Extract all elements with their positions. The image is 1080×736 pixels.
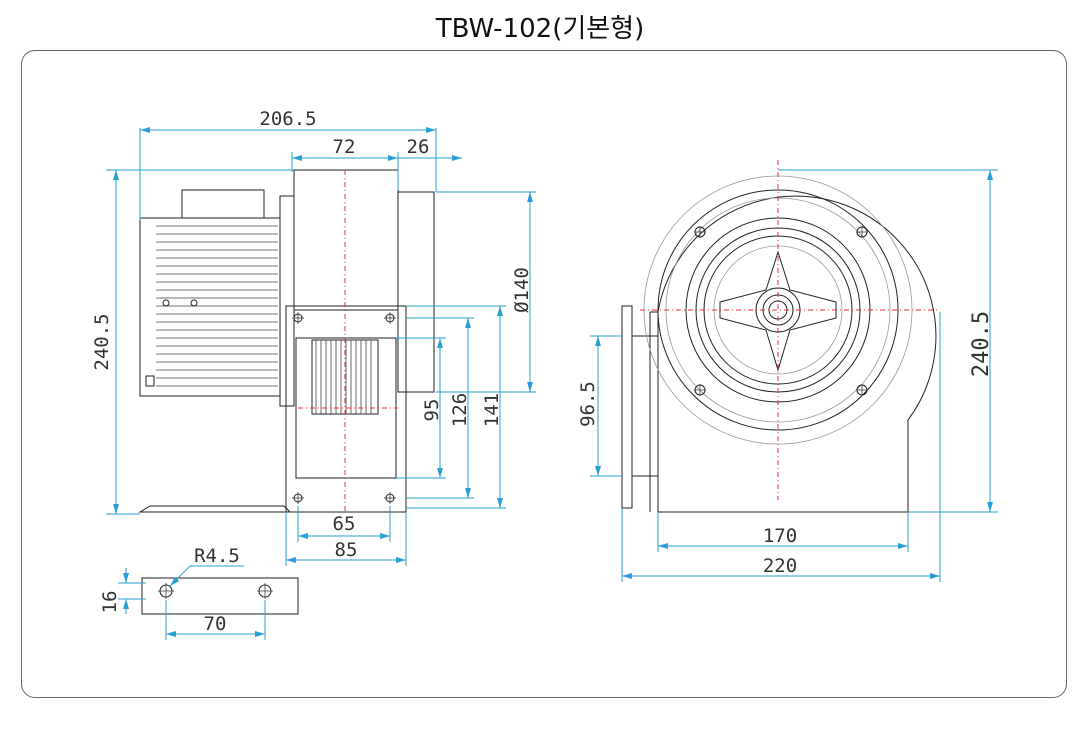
scroll-housing	[293, 169, 399, 311]
slot-plate	[141, 577, 299, 615]
housing-outline	[657, 195, 937, 513]
dim-side-total-width: 206.5	[259, 108, 316, 130]
front-view: 240.5 96.5 170 220	[577, 160, 998, 582]
base-plate	[138, 505, 292, 513]
front-outlet-flange	[621, 305, 633, 509]
side-view: 206.5 72 26 240.5 Ø140 95 126 141	[91, 108, 536, 566]
dim-base-85: 85	[335, 539, 358, 561]
base-slot-detail: R4.5 16 70	[99, 545, 299, 640]
outlet-flange	[285, 305, 407, 513]
dim-slot-pitch: 70	[204, 613, 227, 635]
dim-front-width-220: 220	[763, 555, 797, 577]
motor-cooling-fins	[156, 225, 278, 387]
motor-body	[139, 217, 281, 397]
dim-front-base-170: 170	[763, 525, 797, 547]
hub-star	[719, 250, 837, 372]
dim-base-65: 65	[333, 513, 356, 535]
front-bolt-holes	[694, 226, 868, 396]
dim-side-flange-width: 72	[333, 136, 356, 158]
inlet-ring	[397, 191, 435, 393]
page-title: TBW-102(기본형)	[435, 14, 645, 44]
dim-front-flange-height: 96.5	[577, 381, 599, 427]
dim-slot-height: 16	[99, 591, 121, 614]
motor-terminal-box	[181, 189, 265, 219]
slot-hole-right	[257, 583, 273, 599]
dim-outlet-diameter: Ø140	[511, 267, 533, 313]
dim-slot-radius: R4.5	[194, 545, 240, 567]
dim-outlet-141: 141	[481, 393, 503, 427]
dim-outlet-95: 95	[421, 399, 443, 422]
dim-side-outlet-depth: 26	[407, 136, 430, 158]
impeller-blades	[315, 340, 372, 414]
dim-leader-r45	[169, 565, 191, 587]
flange-bolt-holes	[292, 312, 396, 504]
drawing-frame	[21, 50, 1067, 698]
dim-side-height: 240.5	[91, 313, 113, 370]
dim-front-height: 240.5	[969, 311, 994, 377]
dim-outlet-126: 126	[449, 393, 471, 427]
slot-hole-left	[158, 583, 174, 599]
